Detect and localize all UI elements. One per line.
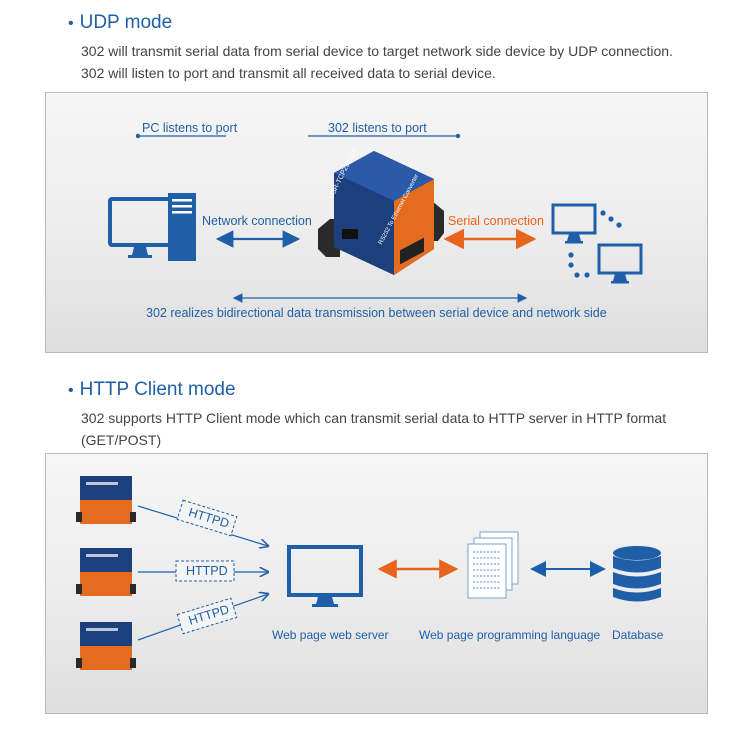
- udp-diagram-panel: PC listens to port 302 listens to port N…: [45, 92, 708, 353]
- device-listens-label: 302 listens to port: [328, 121, 427, 135]
- pc-listens-label: PC listens to port: [142, 121, 238, 135]
- serial-devices-icon: [551, 203, 643, 284]
- bullet-icon: •: [68, 15, 74, 32]
- programming-language-label: Web page programming language: [419, 628, 601, 642]
- serial-connection-label: Serial connection: [448, 214, 544, 228]
- http-description-line-2: (GET/POST): [81, 432, 162, 448]
- web-server-icon: [287, 545, 363, 607]
- database-label: Database: [612, 628, 664, 642]
- udp-description-line-1: 302 will transmit serial data from seria…: [81, 43, 673, 59]
- udp-title: UDP mode: [79, 12, 173, 33]
- device-thumbnail-2: [76, 548, 136, 596]
- pc-icon: [108, 193, 196, 261]
- http-title: HTTP Client mode: [79, 379, 236, 400]
- http-description-line-1: 302 supports HTTP Client mode which can …: [81, 410, 667, 426]
- bullet-icon: •: [68, 382, 74, 399]
- network-connection-label: Network connection: [202, 214, 312, 228]
- database-icon: [613, 546, 661, 602]
- udp-connectors: [135, 133, 537, 303]
- udp-description-line-2: 302 will listen to port and transmit all…: [81, 65, 496, 81]
- documents-icon: [467, 531, 519, 599]
- http-heading: • HTTP Client mode: [68, 379, 236, 401]
- device-thumbnail-3: [76, 622, 136, 670]
- bidirectional-label: 302 realizes bidirectional data transmis…: [146, 306, 607, 320]
- httpd-label-2: HTTPD: [186, 564, 228, 578]
- usr-tcp232-302-device: [318, 151, 444, 275]
- http-connectors: [137, 499, 606, 641]
- udp-heading: • UDP mode: [68, 12, 172, 34]
- http-diagram-panel: HTTPD HTTPD HTTPD Web page web server: [45, 453, 708, 714]
- device-thumbnail-1: [76, 476, 136, 524]
- web-server-label: Web page web server: [272, 628, 389, 642]
